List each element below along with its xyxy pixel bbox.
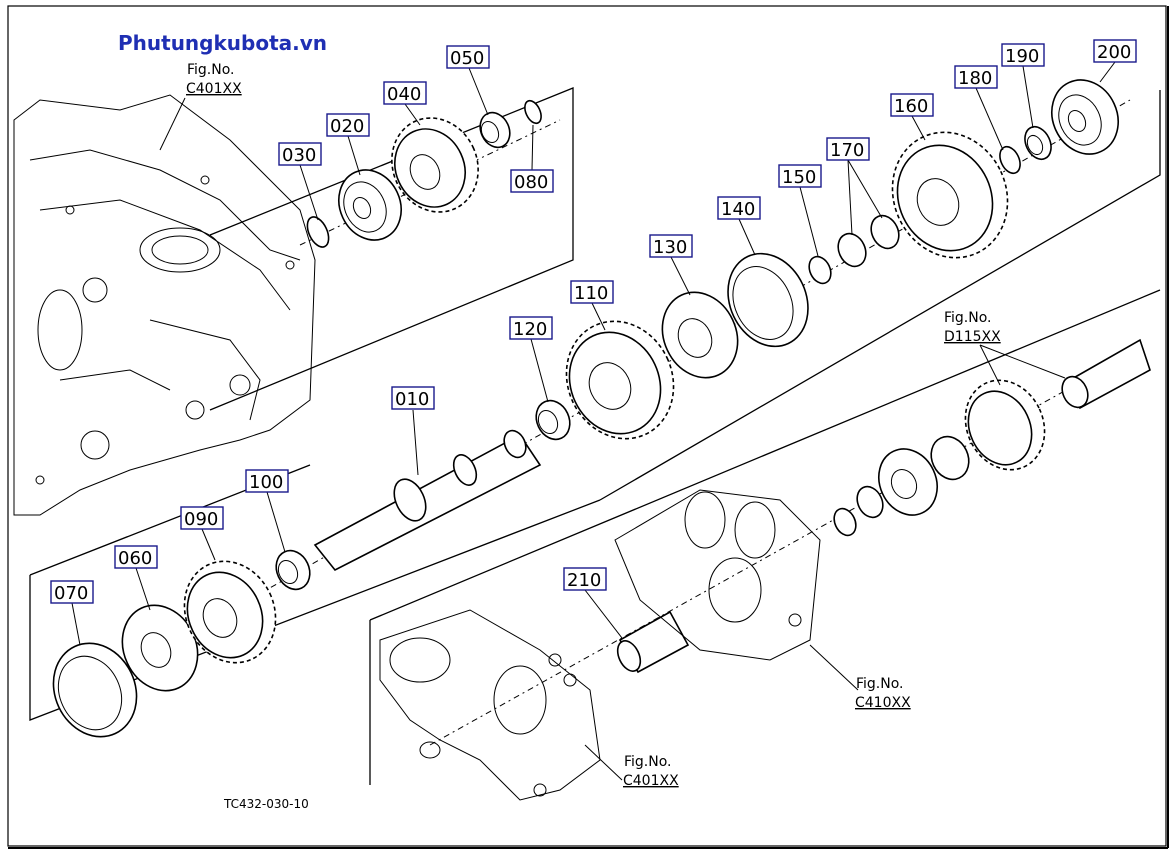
- callout-110: 110: [570, 280, 614, 304]
- panel-top: [209, 87, 574, 411]
- callout-080: 080: [510, 169, 554, 193]
- part-140-sleeve: [727, 252, 809, 348]
- svg-text:080: 080: [514, 172, 548, 193]
- part-210-bushing: [616, 610, 690, 674]
- panel-right-upper: [599, 90, 1161, 501]
- svg-text:Fig.No.: Fig.No.: [187, 62, 235, 78]
- part-160-gear: [891, 131, 1009, 259]
- c410-cover-plate: [614, 489, 821, 661]
- callout-040: 040: [383, 81, 427, 105]
- part-010-shaft: [313, 429, 542, 572]
- figure-ref-c401-bottom: Fig.No. C401XX: [623, 754, 679, 789]
- transmission-case-illustration: [13, 94, 316, 516]
- part-090-gear: [183, 560, 277, 664]
- part-040-gear: [391, 117, 479, 213]
- callout-150: 150: [778, 164, 822, 188]
- part-120-needle-bearing: [535, 399, 571, 441]
- figure-ref-c410: Fig.No. C410XX: [855, 676, 911, 711]
- svg-text:040: 040: [387, 84, 421, 105]
- callout-130: 130: [649, 234, 693, 258]
- svg-text:210: 210: [567, 570, 601, 591]
- callout-170: 170: [826, 137, 870, 161]
- part-190-collar: [1024, 125, 1052, 161]
- svg-text:160: 160: [894, 96, 928, 117]
- svg-text:C401XX: C401XX: [623, 773, 679, 789]
- svg-text:130: 130: [653, 237, 687, 258]
- part-150-snap-ring: [808, 255, 832, 285]
- part-080-snap-ring: [524, 99, 542, 125]
- watermark-text: Phutungkubota.vn: [118, 31, 327, 55]
- drawing-code: TC432-030-10: [223, 797, 309, 811]
- callout-070: 070: [50, 580, 94, 604]
- callout-120: 120: [509, 316, 553, 340]
- part-030-snap-ring: [306, 216, 330, 248]
- svg-text:C401XX: C401XX: [186, 81, 242, 97]
- callout-030: 030: [278, 142, 322, 166]
- svg-text:D115XX: D115XX: [944, 329, 1001, 345]
- svg-text:170: 170: [830, 140, 864, 161]
- part-110-gear: [565, 320, 675, 440]
- svg-text:120: 120: [513, 319, 547, 340]
- svg-text:Fig.No.: Fig.No.: [856, 676, 904, 692]
- svg-text:150: 150: [782, 167, 816, 188]
- callout-020: 020: [326, 113, 370, 137]
- svg-text:140: 140: [721, 199, 755, 220]
- svg-text:C410XX: C410XX: [855, 695, 911, 711]
- part-200-bearing: [1051, 79, 1119, 155]
- svg-text:030: 030: [282, 145, 316, 166]
- callout-050: 050: [446, 45, 490, 69]
- svg-text:010: 010: [395, 389, 429, 410]
- svg-text:180: 180: [958, 68, 992, 89]
- svg-text:Fig.No.: Fig.No.: [624, 754, 672, 770]
- panel-right-top: [369, 289, 1161, 621]
- figure-ref-c401-top: Fig.No. C401XX: [186, 62, 242, 97]
- drawing-border: [7, 5, 1167, 847]
- part-170-needle-bearings: [837, 214, 900, 268]
- d115-shaft-assembly: [833, 338, 1151, 537]
- c401-housing-lower: [379, 609, 601, 801]
- svg-text:Fig.No.: Fig.No.: [944, 310, 992, 326]
- svg-text:090: 090: [184, 509, 218, 530]
- svg-text:070: 070: [54, 583, 88, 604]
- part-130-hub: [661, 291, 739, 379]
- callout-190: 190: [1001, 43, 1045, 67]
- svg-text:020: 020: [330, 116, 364, 137]
- part-070-sleeve: [52, 642, 138, 738]
- part-100-needle-bearing: [275, 549, 311, 591]
- svg-text:100: 100: [249, 472, 283, 493]
- callout-100: 100: [245, 469, 289, 493]
- leader-lines: [71, 61, 1116, 781]
- panel-left-bottom: [29, 499, 601, 721]
- part-180-snap-ring: [999, 145, 1021, 175]
- figure-ref-d115: Fig.No. D115XX: [944, 310, 1001, 345]
- callout-090: 090: [180, 506, 224, 530]
- callout-010: 010: [391, 386, 435, 410]
- callout-140: 140: [717, 196, 761, 220]
- callout-200: 200: [1093, 39, 1137, 63]
- svg-text:190: 190: [1005, 46, 1039, 67]
- svg-text:050: 050: [450, 48, 484, 69]
- callout-060: 060: [114, 545, 158, 569]
- callout-210: 210: [563, 567, 607, 591]
- part-020-bearing: [338, 169, 402, 241]
- svg-text:200: 200: [1097, 42, 1131, 63]
- svg-text:110: 110: [574, 283, 608, 304]
- svg-text:060: 060: [118, 548, 152, 569]
- callout-180: 180: [954, 65, 998, 89]
- callout-160: 160: [890, 93, 934, 117]
